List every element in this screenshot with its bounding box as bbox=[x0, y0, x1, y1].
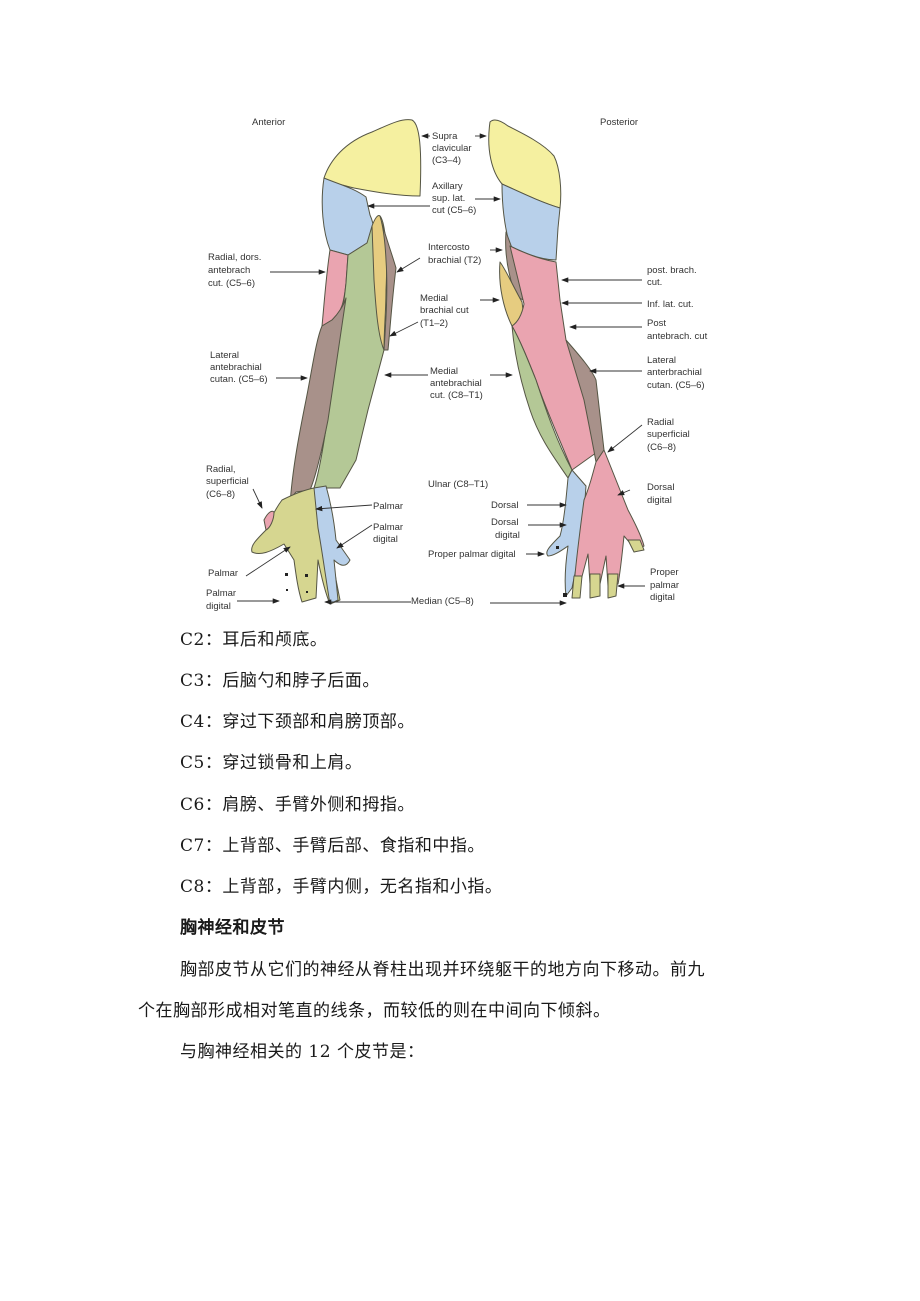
dermatome-c8: C8：上背部，手臂内侧，无名指和小指。 bbox=[180, 877, 503, 897]
label-medial-brachial: Medial brachial cut (T1–2) bbox=[420, 293, 471, 329]
posterior-fingertip-olive-thumb bbox=[627, 539, 645, 553]
anterior-labels: Radial, dors. antebrach cut. (C5–6) Late… bbox=[206, 252, 406, 612]
posterior-brachial-pink-region bbox=[509, 245, 601, 471]
arm-dermatome-diagram: Anterior Posterior Supra clavicular (C3–… bbox=[206, 117, 708, 612]
center-labels: Supra clavicular (C3–4) Axillary sup. la… bbox=[411, 131, 521, 607]
label-dorsal-digital-post: Dorsal digital bbox=[647, 482, 677, 506]
label-inf-lat: Inf. lat. cut. bbox=[647, 299, 693, 310]
posterior-fingertip-olive-2 bbox=[589, 573, 601, 599]
anterior-title: Anterior bbox=[252, 117, 285, 128]
label-palmar-digital-left: Palmar digital bbox=[206, 588, 239, 612]
label-dorsal-digital: Dorsal digital bbox=[491, 517, 521, 541]
label-intercostobrachial: Intercosto brachial (T2) bbox=[428, 242, 481, 266]
label-palmar-right: Palmar bbox=[373, 501, 403, 512]
label-radial-superficial: Radial, superficial (C6–8) bbox=[206, 464, 251, 500]
anterior-intercostobrachial-region bbox=[379, 215, 397, 351]
dermatome-c4: C4：穿过下颈部和肩膀顶部。 bbox=[180, 712, 415, 732]
label-median: Median (C5–8) bbox=[411, 596, 474, 607]
label-post-brach: post. brach. cut. bbox=[647, 265, 699, 288]
anterior-ulnar-palmar-region bbox=[313, 485, 351, 605]
leader-arrows bbox=[237, 133, 645, 606]
posterior-title: Posterior bbox=[600, 117, 638, 128]
posterior-finger-dots bbox=[556, 546, 567, 597]
label-supraclavicular: Supra clavicular (C3–4) bbox=[432, 131, 474, 166]
anterior-supraclavicular-region bbox=[323, 119, 422, 197]
dermatome-c3: C3：后脑勺和脖子后面。 bbox=[180, 671, 380, 691]
dermatome-c7: C7：上背部、手臂后部、食指和中指。 bbox=[180, 836, 485, 856]
label-post-antebrach: Post antebrach. cut bbox=[647, 318, 708, 342]
anterior-finger-dots bbox=[285, 573, 308, 593]
label-ulnar: Ulnar (C8–T1) bbox=[428, 479, 488, 490]
paragraph-line-1: 胸部皮节从它们的神经从脊柱出现并环绕躯干的地方向下移动。前九 bbox=[180, 960, 705, 980]
paragraph-line-2: 个在胸部形成相对笔直的线条，而较低的则在中间向下倾斜。 bbox=[138, 1001, 611, 1021]
dermatome-c5: C5：穿过锁骨和上肩。 bbox=[180, 753, 363, 773]
label-palmar-left: Palmar bbox=[208, 568, 238, 579]
label-lateral-anterbrachial: Lateral anterbrachial cutan. (C5–6) bbox=[647, 355, 705, 391]
section-heading: 胸神经和皮节 bbox=[180, 918, 285, 938]
anterior-medial-brachial-region bbox=[371, 215, 388, 351]
posterior-fingertip-olive-1 bbox=[571, 575, 583, 599]
label-radial-superficial-post: Radial superficial (C6–8) bbox=[647, 417, 692, 453]
posterior-labels: post. brach. cut. Inf. lat. cut. Post an… bbox=[647, 265, 708, 603]
dermatome-arm-figure: Anterior Posterior Supra clavicular (C3–… bbox=[190, 100, 750, 620]
intro-line: 与胸神经相关的 12 个皮节是： bbox=[180, 1042, 425, 1062]
label-axillary: Axillary sup. lat. cut (C5–6) bbox=[432, 181, 476, 216]
label-medial-antebrachial: Medial antebrachial cut. (C8–T1) bbox=[430, 366, 484, 401]
label-radial-dors: Radial, dors. antebrach cut. (C5–6) bbox=[208, 252, 264, 289]
posterior-fingertip-olive-3 bbox=[607, 573, 619, 599]
label-proper-palmar-digital: Proper palmar digital bbox=[428, 549, 516, 560]
label-lateral-antebrachial: Lateral antebrachial cutan. (C5–6) bbox=[210, 350, 268, 385]
posterior-radial-superficial-hand bbox=[573, 449, 645, 587]
label-proper-palmar-digital-post: Proper palmar digital bbox=[650, 567, 682, 603]
label-palmar-digital-right: Palmar digital bbox=[373, 522, 406, 545]
label-dorsal: Dorsal bbox=[491, 500, 518, 511]
dermatome-c6: C6：肩膀、手臂外侧和拇指。 bbox=[180, 795, 415, 815]
anterior-radial-superficial-patch bbox=[263, 510, 275, 531]
posterior-lateral-antebrachial-region bbox=[565, 339, 605, 463]
dermatome-c2: C2：耳后和颅底。 bbox=[180, 630, 328, 650]
